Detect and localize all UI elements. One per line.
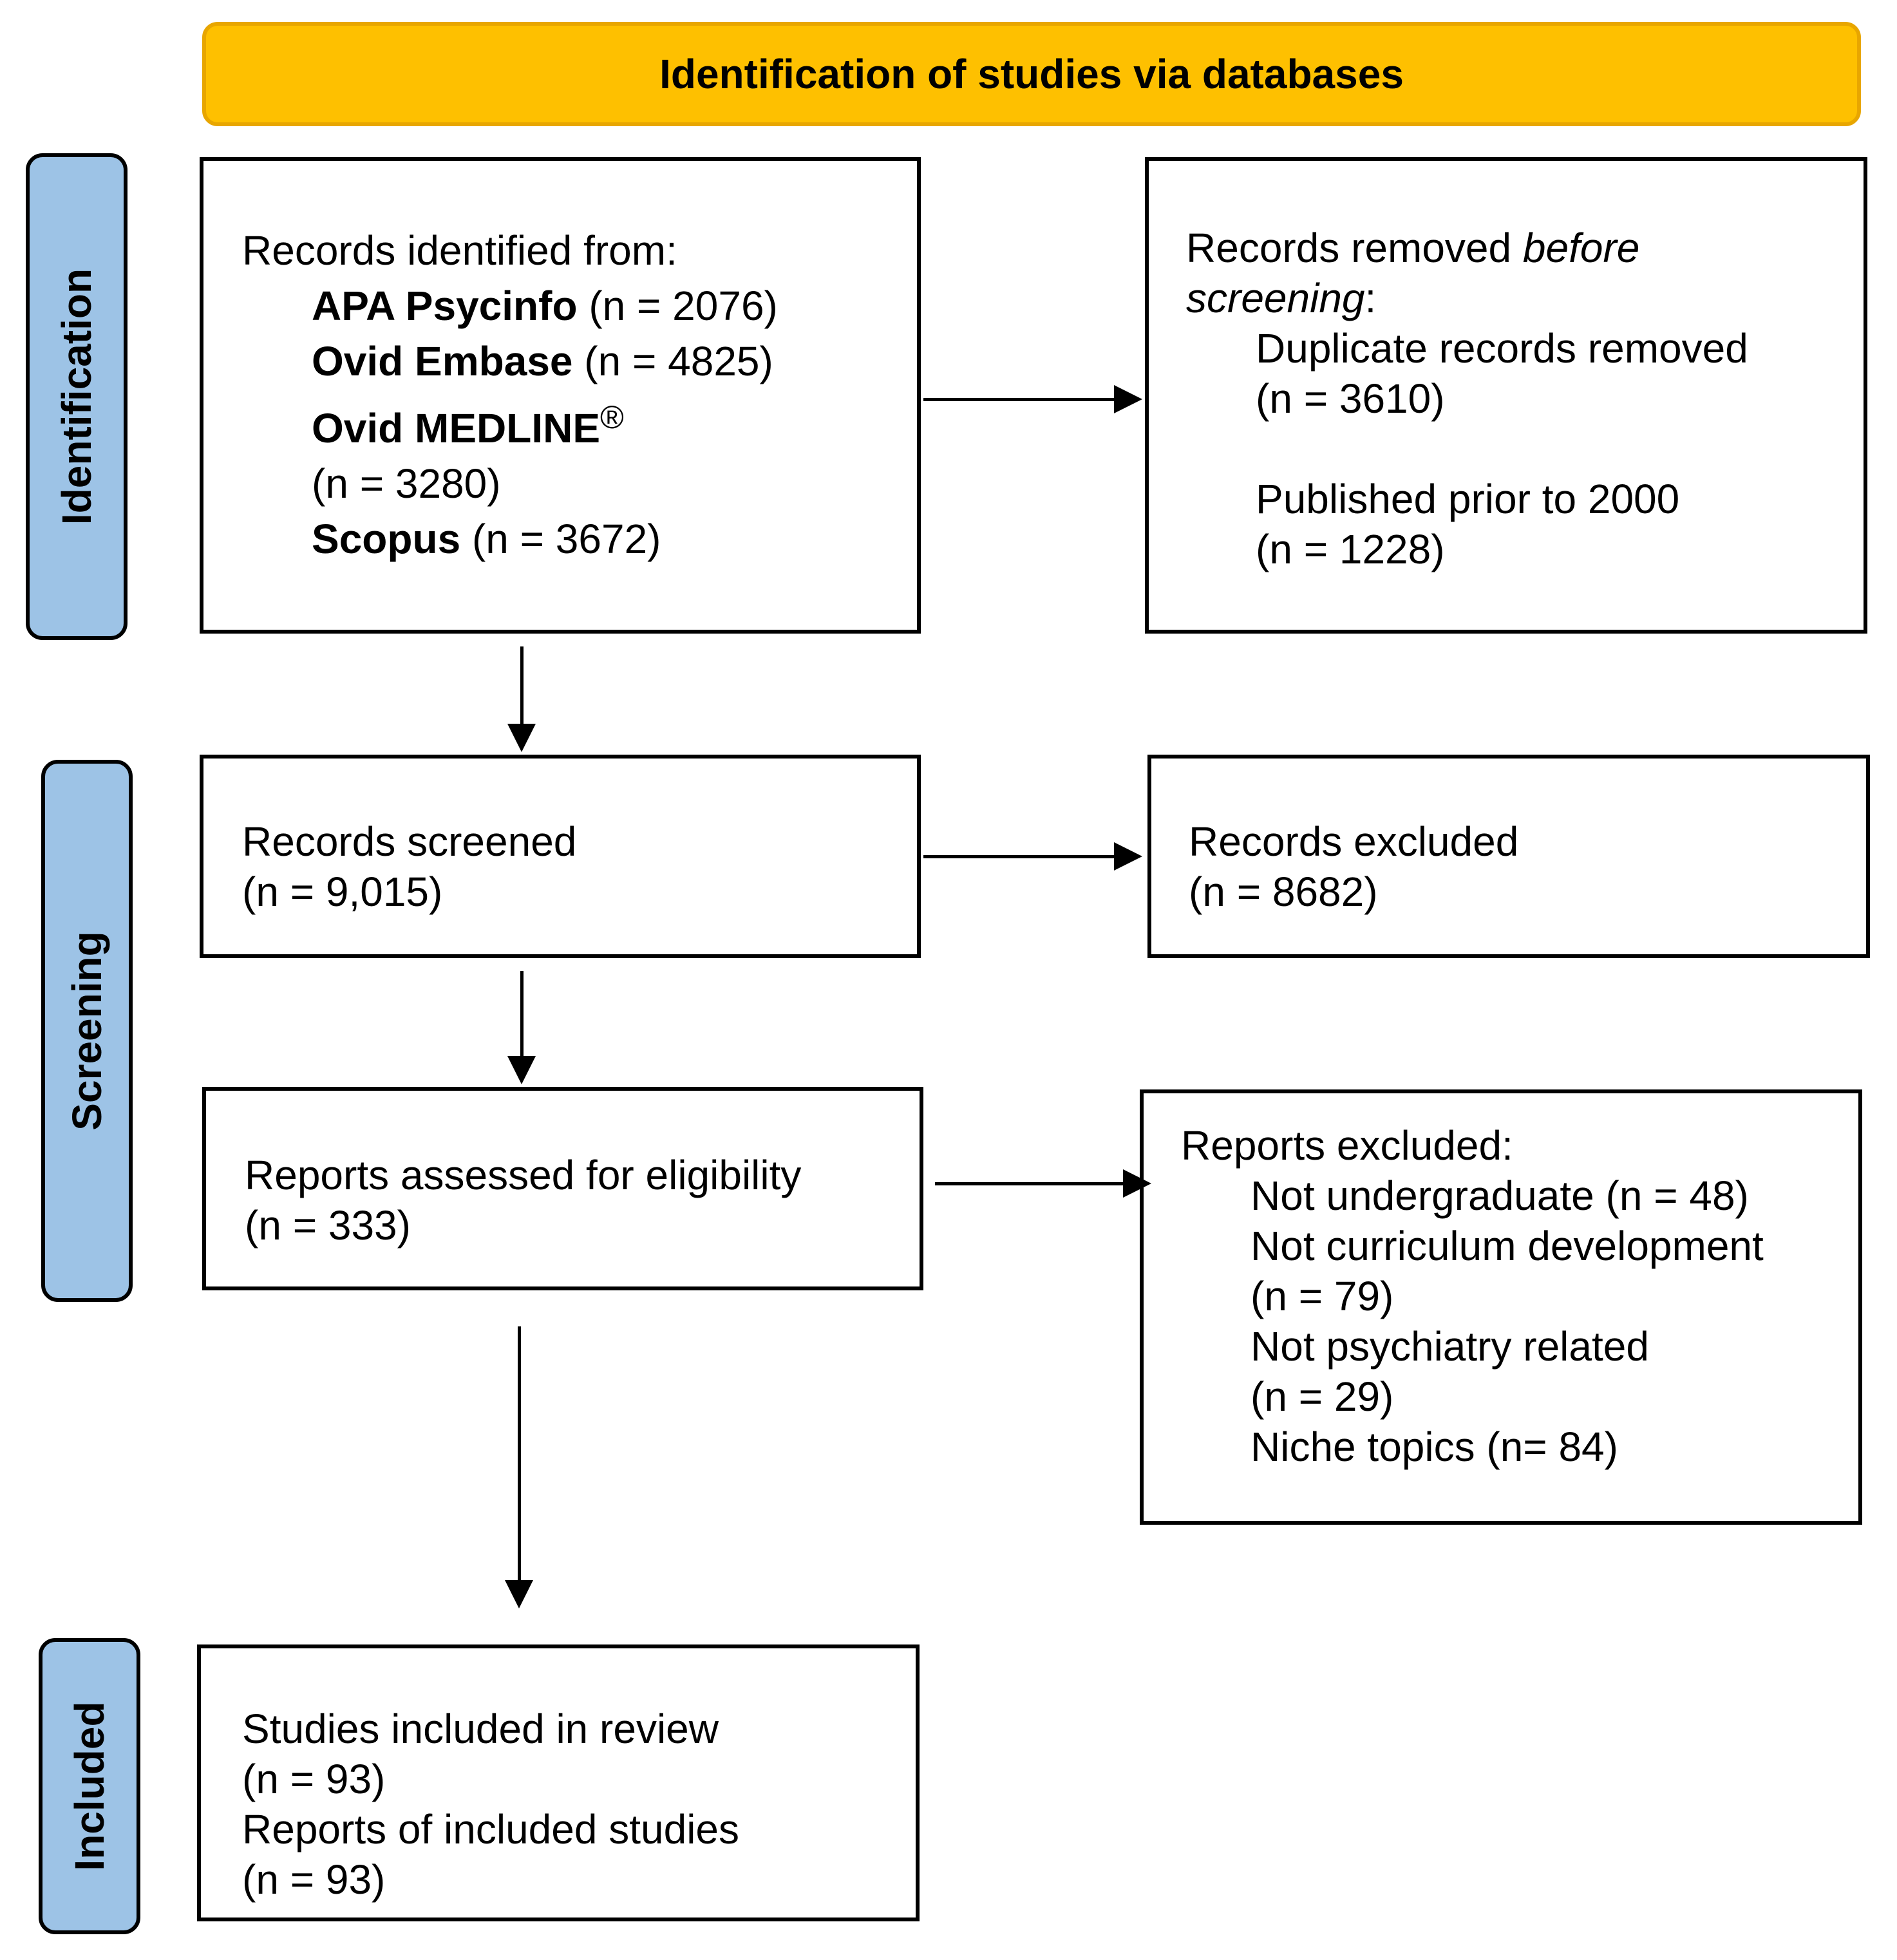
records-identified-box: Records identified from: APA Psycinfo (n… bbox=[200, 157, 921, 634]
records-identified-heading: Records identified from: bbox=[242, 227, 677, 274]
arrowhead-down bbox=[507, 1056, 536, 1084]
records-excluded-box: Records excluded (n = 8682) bbox=[1147, 755, 1870, 958]
source-ovid-embase: Ovid Embase (n = 4825) bbox=[242, 334, 917, 389]
source-name: Ovid Embase bbox=[312, 338, 573, 384]
arrow-identified-to-screened bbox=[520, 646, 524, 728]
records-screened-count: (n = 9,015) bbox=[242, 869, 443, 915]
arrowhead-right bbox=[1114, 842, 1142, 871]
source-count: (n = 3672) bbox=[471, 516, 661, 562]
excluded-line: Not curriculum development bbox=[1251, 1223, 1764, 1269]
removed-duplicates-label: Duplicate records removed bbox=[1256, 325, 1748, 372]
reports-excluded-heading: Reports excluded: bbox=[1181, 1122, 1513, 1169]
arrow-screened-to-assessed bbox=[520, 971, 524, 1060]
records-removed-heading: Records removed before bbox=[1186, 223, 1864, 273]
reports-included-label: Reports of included studies bbox=[242, 1806, 739, 1852]
removed-pre2000-label: Published prior to 2000 bbox=[1256, 476, 1680, 522]
arrow-identified-to-removed bbox=[923, 398, 1117, 401]
excluded-line: (n = 79) bbox=[1251, 1273, 1394, 1319]
records-removed-box: Records removed before screening: Duplic… bbox=[1145, 157, 1867, 634]
reports-included-count: (n = 93) bbox=[242, 1856, 386, 1903]
source-count: (n = 2076) bbox=[589, 283, 778, 329]
studies-included-count: (n = 93) bbox=[242, 1756, 386, 1802]
records-excluded-label: Records excluded bbox=[1189, 818, 1519, 865]
source-apa-psycinfo: APA Psycinfo (n = 2076) bbox=[242, 278, 917, 334]
header-title: Identification of studies via databases bbox=[659, 51, 1404, 97]
heading-italic: screening bbox=[1186, 275, 1365, 321]
reports-assessed-box: Reports assessed for eligibility (n = 33… bbox=[202, 1087, 923, 1290]
records-excluded-count: (n = 8682) bbox=[1189, 869, 1378, 915]
arrow-screened-to-excluded bbox=[923, 855, 1117, 858]
excluded-line: Not undergraduate (n = 48) bbox=[1251, 1173, 1749, 1219]
phase-identification-label: Identification bbox=[53, 268, 100, 525]
diagram-header: Identification of studies via databases bbox=[202, 22, 1861, 126]
registered-mark: ® bbox=[600, 399, 624, 435]
reports-excluded-box: Reports excluded: Not undergraduate (n =… bbox=[1140, 1089, 1862, 1525]
arrowhead-right bbox=[1123, 1169, 1151, 1198]
source-name: APA Psycinfo bbox=[312, 283, 578, 329]
arrow-assessed-to-reports-excluded bbox=[935, 1182, 1128, 1185]
removed-pre2000-count: (n = 1228) bbox=[1256, 526, 1445, 572]
phase-screening: Screening bbox=[41, 760, 133, 1302]
heading-text: : bbox=[1364, 275, 1377, 321]
source-scopus: Scopus (n = 3672) bbox=[242, 511, 917, 567]
source-count: (n = 4825) bbox=[584, 338, 773, 384]
arrowhead-down bbox=[507, 724, 536, 752]
reports-assessed-count: (n = 333) bbox=[245, 1202, 411, 1249]
source-name: Scopus bbox=[312, 516, 461, 562]
source-name: Ovid MEDLINE bbox=[312, 405, 601, 451]
phase-included: Included bbox=[39, 1638, 140, 1934]
excluded-line: Niche topics (n= 84) bbox=[1251, 1424, 1618, 1470]
source-ovid-medline: Ovid MEDLINE® bbox=[242, 389, 917, 456]
phase-screening-label: Screening bbox=[64, 931, 110, 1131]
source-ovid-medline-count: (n = 3280) bbox=[312, 460, 501, 507]
heading-italic: before bbox=[1522, 225, 1640, 271]
heading-text: Records removed bbox=[1186, 225, 1523, 271]
phase-identification: Identification bbox=[26, 153, 127, 640]
studies-included-label: Studies included in review bbox=[242, 1706, 719, 1752]
records-removed-heading-2: screening: bbox=[1186, 273, 1864, 323]
arrow-assessed-to-included bbox=[518, 1326, 521, 1584]
records-screened-box: Records screened (n = 9,015) bbox=[200, 755, 921, 958]
arrowhead-right bbox=[1114, 385, 1142, 413]
records-screened-label: Records screened bbox=[242, 818, 577, 865]
phase-included-label: Included bbox=[66, 1701, 113, 1871]
excluded-line: (n = 29) bbox=[1251, 1373, 1394, 1420]
reports-assessed-label: Reports assessed for eligibility bbox=[245, 1152, 802, 1198]
excluded-line: Not psychiatry related bbox=[1251, 1323, 1649, 1370]
studies-included-box: Studies included in review (n = 93) Repo… bbox=[197, 1644, 920, 1921]
arrowhead-down bbox=[505, 1580, 533, 1608]
removed-duplicates-count: (n = 3610) bbox=[1256, 375, 1445, 422]
